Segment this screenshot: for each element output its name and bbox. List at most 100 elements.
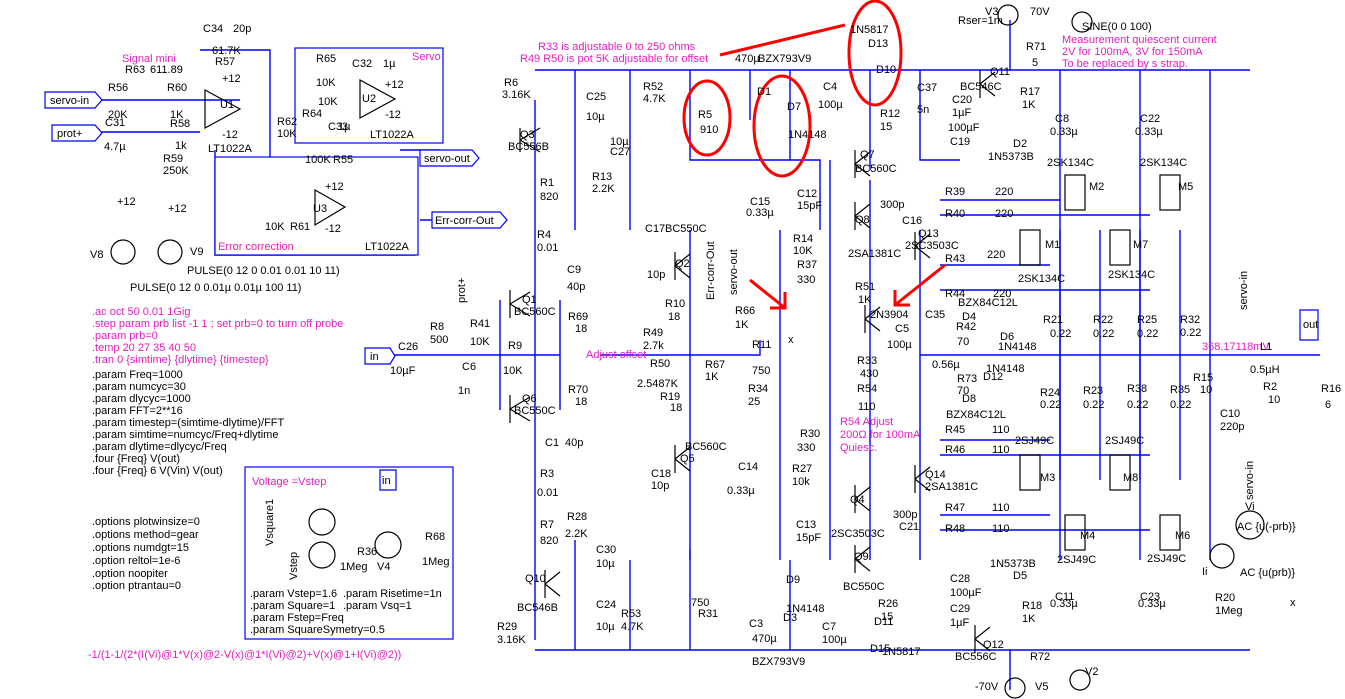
part-label-r022: 0.22 xyxy=(1180,327,1201,339)
ii-label: Ii xyxy=(1202,566,1208,578)
net-prot-mid: prot+ xyxy=(456,278,468,303)
part-label-r64: R64 xyxy=(302,108,322,120)
part-label-c3v: 470µ xyxy=(752,633,777,645)
highlight-d13 xyxy=(847,0,903,107)
part-label-c17v: 10p xyxy=(647,269,665,281)
part-label-r28: R28 xyxy=(567,511,587,523)
part-label-c7v: 100µ xyxy=(822,634,847,646)
part-label-r36v: 1Meg xyxy=(340,561,368,573)
part-label-r42: R42 xyxy=(956,321,976,333)
directive-line: .options plotwinsize=0 xyxy=(92,516,200,528)
part-label-c1v: 40p xyxy=(565,437,583,449)
part-label-v2: V2 xyxy=(1085,666,1098,678)
highlight-d7 xyxy=(752,74,812,178)
part-label-u2: U2 xyxy=(362,93,376,105)
part-label-r2v: 10 xyxy=(1268,394,1280,406)
part-label-r62v: 10K xyxy=(277,128,297,140)
part-label-r59: R59 xyxy=(163,153,183,165)
part-label-r19v: 18 xyxy=(670,402,682,414)
source-v9 xyxy=(157,239,183,265)
note-signal-mini: Signal mini xyxy=(122,53,176,65)
arrow-to-r37 xyxy=(749,278,787,310)
part-label-q7m: BC560C xyxy=(855,163,897,175)
v2-value: -70V xyxy=(975,681,999,693)
part-label-u1m: LT1022A xyxy=(208,143,252,155)
part-label-c23v: 0.33µ xyxy=(1138,598,1166,610)
transistor-q3 xyxy=(519,127,541,153)
net-out: out xyxy=(1303,319,1318,331)
part-label-r73: R73 xyxy=(957,373,977,385)
part-label-c32v: 1µ xyxy=(383,58,396,70)
part-label-r17: R17 xyxy=(1020,86,1040,98)
opamp-u3 xyxy=(314,188,347,227)
source-v3-sine xyxy=(1071,11,1093,33)
directive-line: .option ptrantau=0 xyxy=(92,580,181,592)
part-label-pm: 2SJ49C xyxy=(1057,554,1096,566)
vsquare-label: Vsquare1 xyxy=(264,499,276,546)
part-label-d13m: 1N5817 xyxy=(850,24,889,36)
part-label-r26v: 15 xyxy=(881,611,893,623)
notes: Signal mini Servo Error correction R33 i… xyxy=(88,34,1270,661)
directive-line: .param dlycyc=1000 xyxy=(92,393,191,405)
part-label-d7m: 1N4148 xyxy=(788,129,827,141)
part-label-r41: R41 xyxy=(470,318,490,330)
part-label-r11v: 750 xyxy=(752,365,770,377)
part-label-v4: V4 xyxy=(377,561,390,573)
transistor-q12 xyxy=(974,625,991,653)
part-label-r16: R16 xyxy=(1321,383,1341,395)
part-label-c11v: 0.33µ xyxy=(1050,598,1078,610)
part-label-d8: D8 xyxy=(962,393,976,405)
part-label-c16: C16 xyxy=(902,215,922,227)
part-label-r69v: 18 xyxy=(575,323,587,335)
part-label-r9v: 10K xyxy=(503,365,523,377)
transistor-q10 xyxy=(544,570,561,598)
source-v8 xyxy=(110,239,136,265)
part-label-r56: R56 xyxy=(108,82,128,94)
part-label-p12: +12 xyxy=(168,203,187,215)
part-label-m12: -12 xyxy=(385,109,401,121)
part-label-r54: R54 xyxy=(857,383,877,395)
part-label-d5m: 1N5373B xyxy=(990,558,1036,570)
part-label-c13: C13 xyxy=(796,519,816,531)
part-label-r54v: 110 xyxy=(858,401,876,413)
part-label-c37: C37 xyxy=(917,82,937,94)
part-label-m2: M2 xyxy=(1089,181,1104,193)
directive-line: .option reltol=1e-6 xyxy=(92,555,180,567)
transistor-q11 xyxy=(979,70,996,98)
part-label-r68: R68 xyxy=(425,531,445,543)
transistor-q2 xyxy=(674,252,691,280)
part-label-q5: Q5 xyxy=(680,453,695,465)
mosfet-m5 xyxy=(1159,174,1181,211)
part-label-q6m: BC550C xyxy=(514,405,556,417)
net-servo-out-mid: servo-out xyxy=(728,249,740,295)
part-label-r8: R8 xyxy=(430,321,444,333)
red-annotations xyxy=(682,0,946,310)
part-label-m3: M3 xyxy=(1040,472,1055,484)
part-label-d5: D5 xyxy=(1013,570,1027,582)
part-label-r49v: 2.7k xyxy=(643,340,664,352)
part-label-r27v: 10k xyxy=(792,476,810,488)
part-label-r44v: 220 xyxy=(993,288,1011,300)
vertical-net-labels: prot+ Err-corr-Out servo-out servo-in se… xyxy=(456,241,1256,500)
part-labels: U1LT1022AU2LT1022AU3LT1022A+12-12+12-12+… xyxy=(90,6,1341,693)
part-label-d13: D13 xyxy=(868,38,888,50)
part-label-r68v: 1Meg xyxy=(422,556,450,568)
part-label-r29: R29 xyxy=(497,621,517,633)
part-label-c3: C3 xyxy=(749,618,763,630)
net-servo-in-left: servo-in xyxy=(50,95,89,107)
part-label-r39: R39 xyxy=(945,186,965,198)
part-label-c14: C14 xyxy=(738,461,758,473)
part-label-r33: R33 xyxy=(857,355,877,367)
part-label-c32: C32 xyxy=(352,58,372,70)
note-servo: Servo xyxy=(412,51,441,63)
note-quiescent-1: Measurement quiescent current xyxy=(1062,34,1217,46)
directive-line: .ac oct 50 0.01 1Gig xyxy=(92,306,190,318)
part-label-m5: M5 xyxy=(1178,181,1193,193)
box-param-line: .param Fstep=Freq xyxy=(250,612,344,624)
net-servo-in-vi: servo-in xyxy=(1244,461,1256,500)
part-label-c26v: 10µF xyxy=(390,365,416,377)
part-label-r1: R1 xyxy=(540,177,554,189)
part-label-c18: C18 xyxy=(651,468,671,480)
part-label-r61v: 10K xyxy=(265,221,285,233)
part-label-q1m: BC560C xyxy=(514,306,556,318)
